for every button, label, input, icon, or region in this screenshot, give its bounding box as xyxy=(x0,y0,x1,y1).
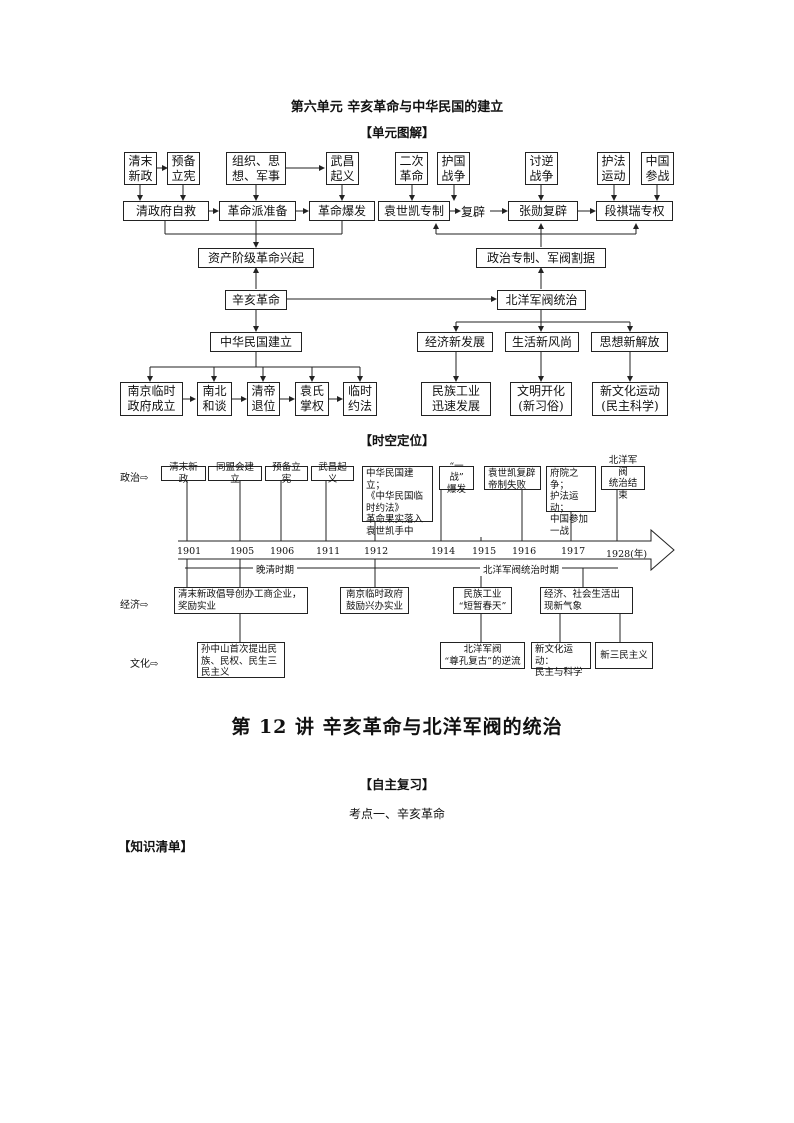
box-duan-qirui: 段祺瑞专权 xyxy=(596,201,673,221)
box-china-joins-war: 中国 参战 xyxy=(641,152,674,185)
box-constitution-protection: 护法 运动 xyxy=(597,152,630,185)
year-1914: 1914 xyxy=(431,546,456,557)
box-anti-restoration-war: 讨逆 战争 xyxy=(525,152,558,185)
label-restoration: 复辟 xyxy=(461,205,486,219)
eco-box-qing: 清末新政倡导创办工商企业， 奖励实业 xyxy=(174,587,308,614)
tl-box-tongmenghui: 同盟会建立 xyxy=(208,462,262,485)
year-1901: 1901 xyxy=(177,546,202,557)
eco-box-nanjing: 南京临时政府 鼓励兴办实业 xyxy=(340,587,409,614)
year-1915: 1915 xyxy=(472,546,497,557)
box-qing-new-policy: 清末 新政 xyxy=(124,152,157,185)
box-economic-development: 经济新发展 xyxy=(417,332,493,352)
section-self-review: 【自主复习】 xyxy=(359,777,435,792)
box-wuchang-uprising: 武昌 起义 xyxy=(326,152,359,185)
label-economy: 经济⇨ xyxy=(120,600,149,611)
box-roc-founded: 中华民国建立 xyxy=(210,332,302,352)
box-national-protection-war: 护国 战争 xyxy=(437,152,470,185)
section-unit-diagram: 【单元图解】 xyxy=(359,125,435,140)
box-bourgeois-rise: 资产阶级革命兴起 xyxy=(198,248,314,268)
box-second-revolution: 二次 革命 xyxy=(395,152,428,185)
tl-box-prepare-constitution: 预备立宪 xyxy=(265,462,308,485)
cul-box-three-principles: 孙中山首次提出民 族、民权、民生三 民主义 xyxy=(197,642,285,678)
period-late-qing: 晚清时期 xyxy=(253,562,298,576)
exam-point: 考点一、辛亥革命 xyxy=(348,807,445,821)
lecture-title: 第 12 讲 辛亥革命与北洋军阀的统治 xyxy=(231,716,563,738)
cul-box-confucius-revival: 北洋军阀 “尊孔复古”的逆流 xyxy=(440,642,525,669)
year-1912: 1912 xyxy=(364,546,389,557)
label-politics: 政治⇨ xyxy=(120,473,149,484)
year-1911: 1911 xyxy=(316,546,341,557)
box-beiyang-rule: 北洋军阀统治 xyxy=(497,290,586,310)
box-nanjing-gov: 南京临时 政府成立 xyxy=(120,382,183,416)
eco-box-national-industry: 民族工业 “短暂春天” xyxy=(453,587,512,614)
box-zhang-xun-restoration: 张勋复辟 xyxy=(508,201,578,221)
box-civilized-customs: 文明开化 (新习俗) xyxy=(510,382,572,416)
knowledge-list: 【知识清单】 xyxy=(118,839,194,854)
cul-box-new-three-principles: 新三民主义 xyxy=(595,642,653,669)
year-1916: 1916 xyxy=(512,546,537,557)
period-beiyang: 北洋军阀统治时期 xyxy=(480,562,563,576)
section-timeline: 【时空定位】 xyxy=(359,433,435,448)
cul-box-new-culture: 新文化运动： 民主与科学 xyxy=(531,642,591,678)
box-emperor-abdication: 清帝 退位 xyxy=(247,382,280,416)
tl-box-yuan-restoration-fail: 袁世凯复辟 帝制失败 xyxy=(484,466,541,491)
box-xinhai-revolution: 辛亥革命 xyxy=(225,290,287,310)
tl-box-wuchang: 武昌起义 xyxy=(311,462,354,485)
year-1905: 1905 xyxy=(230,546,255,557)
box-revolution-outbreak: 革命爆发 xyxy=(309,201,375,221)
box-national-industry: 民族工业 迅速发展 xyxy=(421,382,491,416)
box-provisional-constitution: 临时 约法 xyxy=(343,382,377,416)
box-political-split: 政治专制、军阀割据 xyxy=(476,248,606,268)
box-thought-liberation: 思想新解放 xyxy=(591,332,668,352)
box-qing-self-rescue: 清政府自救 xyxy=(123,201,209,221)
eco-box-new-atmosphere: 经济、社会生活出 现新气象 xyxy=(540,587,633,614)
tl-box-wwi: “一战” 爆发 xyxy=(439,461,474,495)
box-yuan-takes-power: 袁氏 掌权 xyxy=(295,382,329,416)
label-culture: 文化⇨ xyxy=(130,659,159,670)
box-new-lifestyle: 生活新风尚 xyxy=(505,332,579,352)
tl-box-roc-founded: 中华民国建立； 《中华民国临 时约法》 革命果实落入 袁世凯手中 xyxy=(362,466,433,537)
tl-box-beiyang-end: 北洋军阀 统治结束 xyxy=(601,455,645,501)
box-north-south-talks: 南北 和谈 xyxy=(197,382,232,416)
year-1906: 1906 xyxy=(270,546,295,557)
box-new-culture-movement: 新文化运动 (民主科学) xyxy=(592,382,668,416)
year-1917: 1917 xyxy=(561,546,586,557)
box-revolutionary-prep: 革命派准备 xyxy=(219,201,296,221)
box-yuan-dictatorship: 袁世凯专制 xyxy=(378,201,450,221)
year-1928: 1928(年) xyxy=(606,549,648,560)
box-organization: 组织、思 想、军事 xyxy=(226,152,286,185)
box-prepare-constitution: 预备 立宪 xyxy=(167,152,200,185)
unit-title: 第六单元 辛亥革命与中华民国的建立 xyxy=(290,100,504,115)
tl-box-1917-events: 府院之争； 护法运动； 中国参加 一战 xyxy=(546,466,596,537)
tl-box-qing-new-policy: 清末新政 xyxy=(161,462,206,485)
